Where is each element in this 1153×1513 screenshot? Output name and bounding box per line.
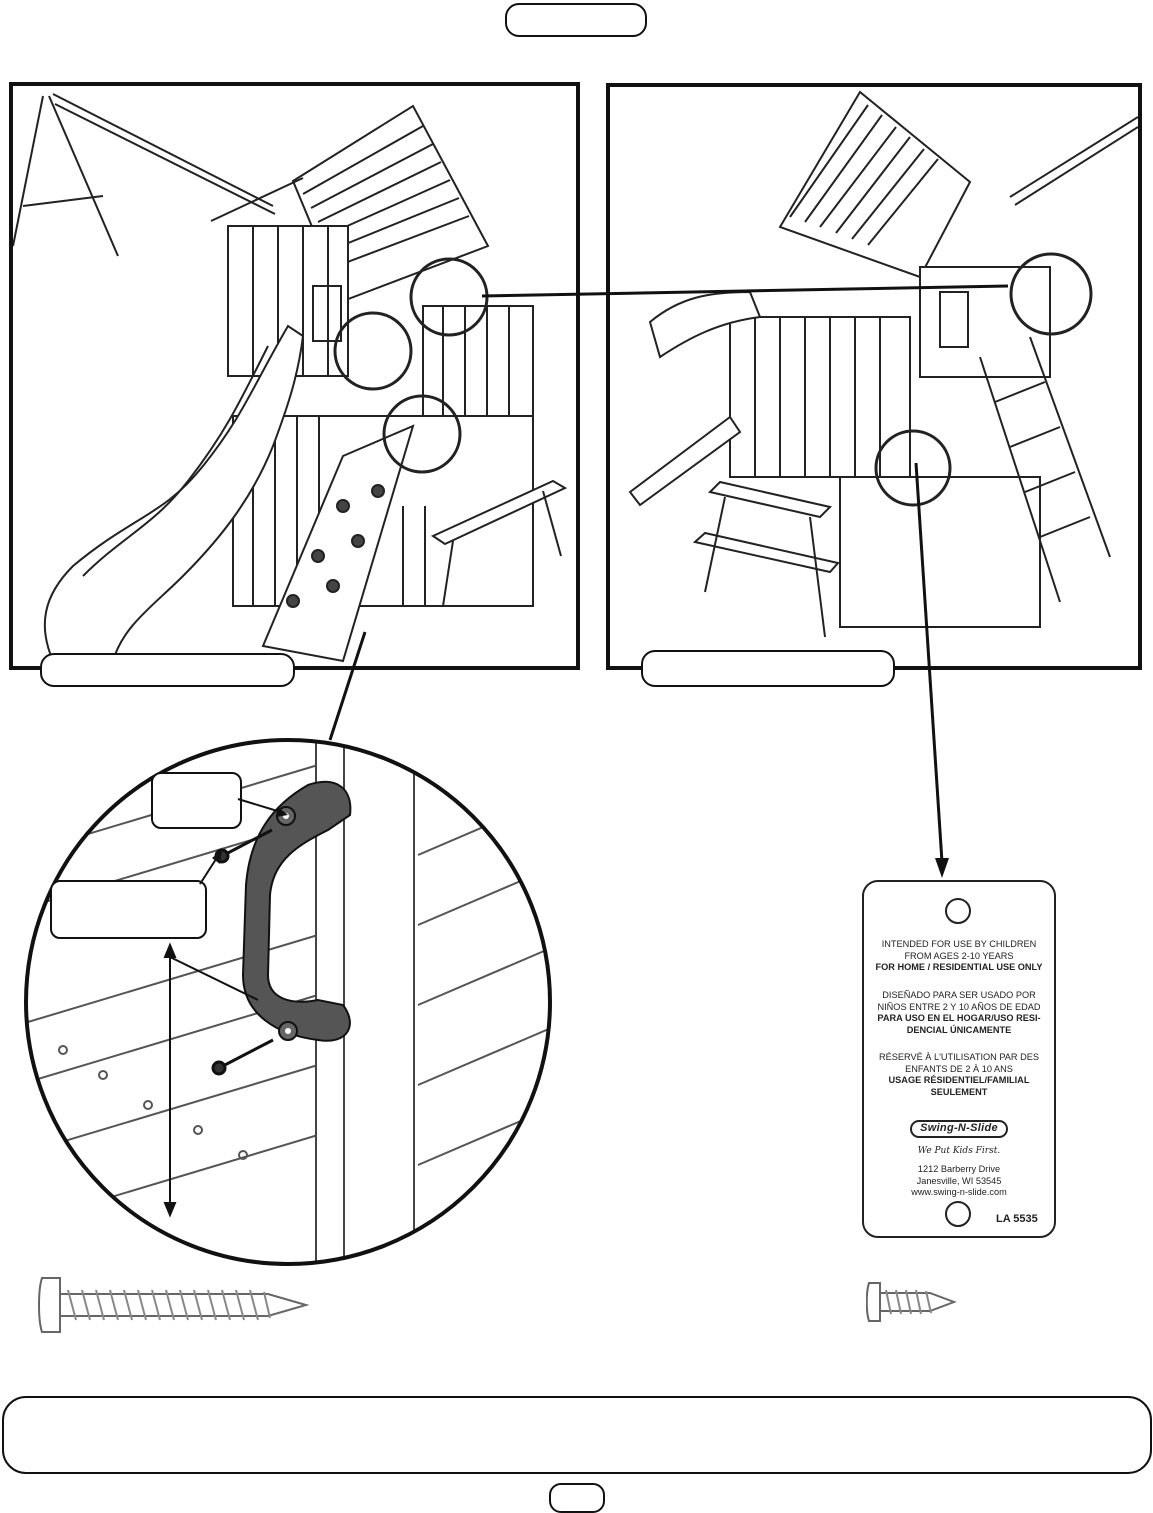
- tag-hole-top-icon: [945, 898, 971, 924]
- screw-callout-pointer: [199, 850, 222, 885]
- tag-french-bold-1: USAGE RÉSIDENTIEL/FAMILIAL: [888, 1075, 1030, 1086]
- rear-view-caption-box: [641, 650, 895, 687]
- footer-note-box: [2, 1396, 1152, 1474]
- screw-callout-box: [50, 880, 207, 939]
- tag-spanish-line-1: DISEÑADO PARA SER USADO POR: [882, 990, 1036, 1000]
- brand-logo: Swing-N-Slide: [910, 1120, 1008, 1138]
- washer-callout-box: [151, 772, 242, 829]
- tag-english-line-2: FROM AGES 2-10 YEARS: [904, 950, 1014, 961]
- rear-view-panel: [606, 83, 1142, 670]
- brand-slogan: We Put Kids First.: [917, 1146, 1001, 1156]
- tag-hole-bottom-icon: [945, 1201, 971, 1227]
- front-view-illustration: [13, 93, 568, 663]
- page-number-box: [549, 1483, 605, 1513]
- tag-english-bold: FOR HOME / RESIDENTIAL USE ONLY: [875, 962, 1043, 973]
- tag-spanish-line-2: NIÑOS ENTRE 2 Y 10 AÑOS DE EDAD: [877, 1001, 1041, 1012]
- tag-spanish-bold-2: DENCIAL ÚNICAMENTE: [906, 1024, 1012, 1035]
- front-view-caption-box: [40, 653, 295, 687]
- age-warning-tag: INTENDED FOR USE BY CHILDREN FROM AGES 2…: [862, 880, 1056, 1238]
- address-line-3: www.swing-n-slide.com: [911, 1187, 1007, 1198]
- address-line-2: Janesville, WI 53545: [916, 1175, 1002, 1186]
- tag-english-line-1: INTENDED FOR USE BY CHILDREN: [881, 939, 1037, 949]
- dimension-arrow: [163, 942, 259, 1218]
- rear-view-illustration: [628, 90, 1138, 638]
- tag-part-number: LA 5535: [996, 1213, 1038, 1225]
- short-screw-icon: [866, 1282, 957, 1322]
- handle-icon: [241, 780, 352, 1042]
- tag-spanish-bold-1: PARA USO EN EL HOGAR/USO RESI-: [877, 1013, 1041, 1024]
- washer-callout-pointer: [237, 798, 288, 817]
- step-label-box: [505, 3, 647, 37]
- address-line-1: 1212 Barberry Drive: [917, 1164, 1001, 1174]
- tag-french-line-1: RÉSERVÉ À L'UTILISATION PAR DES: [878, 1052, 1040, 1062]
- front-view-panel: [9, 82, 580, 670]
- tag-french-bold-2: SEULEMENT: [930, 1086, 988, 1097]
- long-screw-icon: [38, 1277, 310, 1333]
- tag-french-line-2: ENFANTS DE 2 À 10 ANS: [905, 1063, 1013, 1074]
